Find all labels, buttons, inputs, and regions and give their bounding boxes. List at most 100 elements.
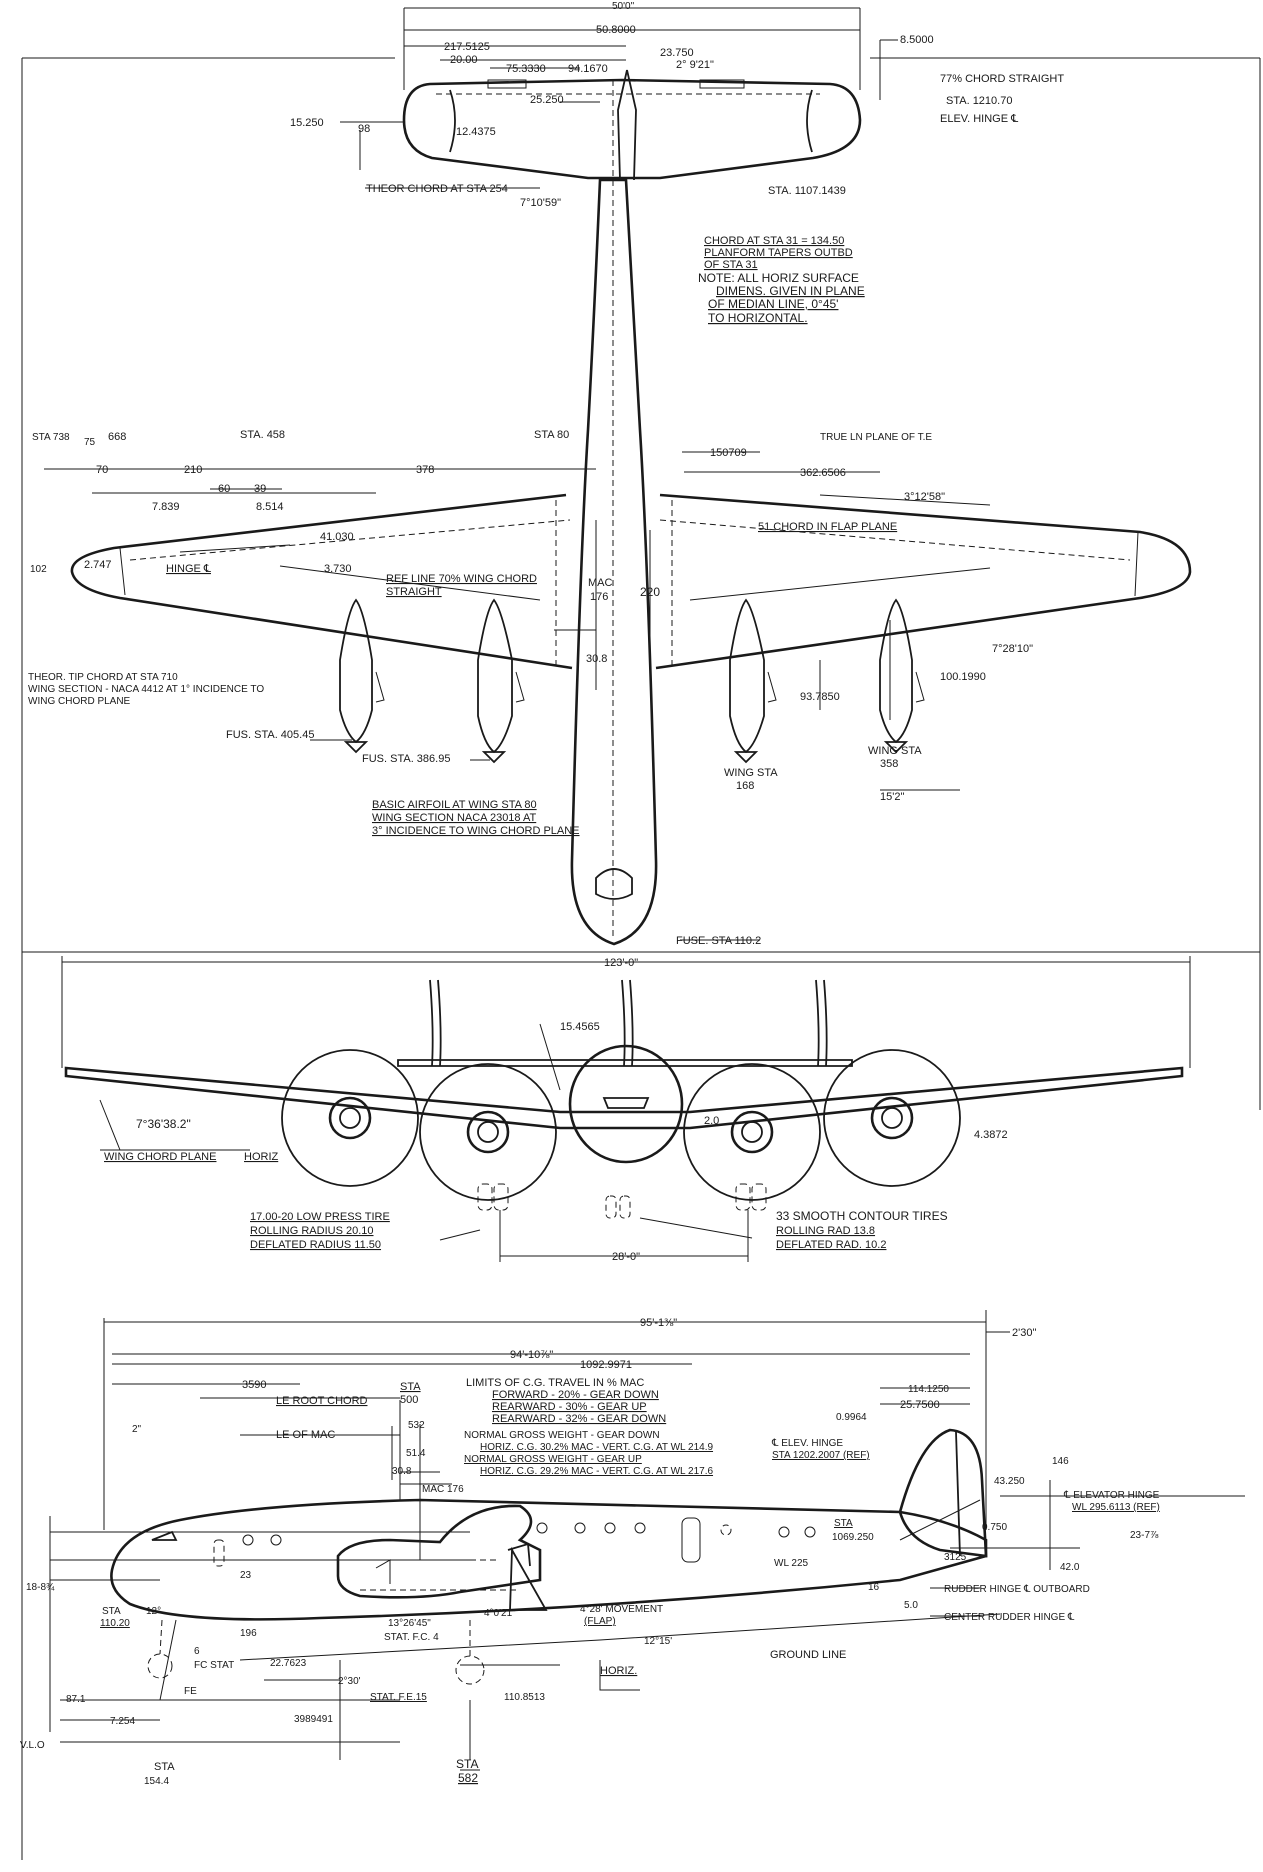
side-vertical-fin (898, 1428, 988, 1558)
side-view: 95'-1⅜" 2'30" 94'-10⅞" 1092.9971 3590 LE… (20, 1310, 1245, 1787)
note-horiz-4: TO HORIZONTAL. (708, 311, 808, 325)
side-flap-label: (FLAP) (584, 1616, 616, 1627)
tail-dim-f: 23.750 (660, 47, 694, 59)
basic-airfoil-2: WING SECTION NACA 23018 AT (372, 812, 537, 824)
side-dim-188: 18-8¾ (26, 1582, 55, 1593)
side-windows (213, 1517, 816, 1567)
side-sta582-value: 582 (458, 1771, 478, 1785)
sheet-frame (21, 57, 1261, 1860)
side-dim-871: 87.1 (66, 1694, 86, 1705)
side-sta-bottom-label: STA (154, 1761, 175, 1773)
rudder-hinge-outbd: RUDDER HINGE ℄ OUTBOARD (944, 1584, 1090, 1595)
wing-dim-7839: 7.839 (152, 501, 180, 513)
tip-note-3: WING CHORD PLANE (28, 696, 131, 707)
wing-refline-1: REF LINE 70% WING CHORD (386, 573, 537, 585)
wing-sta168-label: WING STA (724, 767, 778, 779)
wing-dim-39: 39 (254, 483, 266, 495)
side-sta110-label: STA (102, 1606, 121, 1617)
cg-rearward-up: REARWARD - 30% - GEAR UP (492, 1401, 647, 1413)
wing-dim-41030: 41.030 (320, 531, 354, 543)
front-wing-plane: WING CHORD PLANE (104, 1151, 216, 1163)
note-planform: PLANFORM TAPERS OUTBD (704, 247, 853, 259)
side-sta500-label: STA (400, 1381, 421, 1393)
side-dim-2: 2" (132, 1424, 142, 1435)
side-stat-fc: STAT. F.C. 4 (384, 1632, 439, 1643)
side-angle-4: 4°0'21" (484, 1608, 516, 1619)
tail-dim-g: 25.250 (530, 94, 564, 106)
tire-note-5: ROLLING RAD 13.8 (776, 1225, 875, 1237)
wing-mac: MAC (588, 577, 613, 589)
nacelle-3-plan (729, 598, 777, 764)
cg-horiz-up: HORIZ. C.G. 29.2% MAC - VERT. C.G. AT WL… (480, 1466, 713, 1477)
side-vlo: V.L.O (20, 1740, 45, 1751)
side-sta110-value: 110.20 (100, 1618, 130, 1629)
side-sta1069-value: 1069.250 (832, 1532, 874, 1543)
side-dim-42: 42.0 (1060, 1562, 1080, 1573)
horizontal-tail-outline (402, 78, 862, 180)
side-dim-7254: 7.254 (110, 1716, 135, 1727)
side-dim-532: 532 (408, 1420, 425, 1431)
tail-span-dim: 50'0" (612, 1, 635, 12)
tire-note-4: 33 SMOOTH CONTOUR TIRES (776, 1209, 948, 1223)
front-prop-1 (281, 1049, 419, 1187)
note-chord-sta31: CHORD AT STA 31 = 134.50 (704, 235, 844, 247)
front-track: 28'-0" (612, 1251, 640, 1263)
wing-dim-937850: 93.7850 (800, 691, 840, 703)
front-fuselage (568, 1044, 684, 1164)
side-dim-1092: 1092.9971 (580, 1359, 632, 1371)
side-angle-12: 12° (146, 1606, 161, 1617)
tire-note-1: 17.00-20 LOW PRESS TIRE (250, 1211, 390, 1223)
note-horiz-3: OF MEDIAN LINE, 0°45' (708, 297, 838, 311)
side-sta500-value: 500 (400, 1394, 418, 1406)
front-horiz: HORIZ (244, 1151, 279, 1163)
basic-airfoil-3: 3° INCIDENCE TO WING CHORD PLANE (372, 825, 580, 837)
side-cockpit-window (151, 1530, 178, 1541)
front-fin-left (429, 979, 442, 1067)
tail-dim-i: 15.250 (290, 117, 324, 129)
side-le-of-mac: LE OF MAC (276, 1429, 335, 1441)
wing-dim-152: 15'2" (880, 791, 904, 803)
fus-sta386: FUS. STA. 386.95 (362, 753, 450, 765)
side-ground-line: GROUND LINE (770, 1649, 846, 1661)
side-dim-1108513: 110.8513 (504, 1692, 545, 1703)
side-dim-3989491: 3989491 (294, 1714, 333, 1725)
cockpit-windows-plan (595, 868, 633, 900)
front-fin-center (621, 979, 634, 1067)
side-dim-0750: 0.750 (982, 1522, 1007, 1533)
wing-mac-176: 176 (590, 591, 608, 603)
front-dim-43872: 4.3872 (974, 1129, 1008, 1141)
note-sta1107: STA. 1107.1439 (768, 185, 846, 197)
side-le-root-chord: LE ROOT CHORD (276, 1395, 368, 1407)
main-wing-outline (70, 493, 1192, 670)
side-dim-308: 30.8 (392, 1466, 412, 1477)
wing-sta738: STA 738 (32, 432, 70, 443)
wing-angle-3: 3°12'58" (904, 491, 945, 503)
cg-gross-up: NORMAL GROSS WEIGHT - GEAR UP (464, 1454, 642, 1465)
wing-dim-210: 210 (184, 464, 202, 476)
side-fc-stat: FC STAT (194, 1660, 234, 1671)
side-dim-196: 196 (240, 1628, 257, 1639)
nacelle-1-plan (339, 598, 385, 754)
side-dim-1141250: 114.1250 (908, 1384, 949, 1395)
elev-hinge-sta: STA 1202.2007 (REF) (772, 1450, 870, 1461)
side-dim-257500: 25.7500 (900, 1399, 940, 1411)
side-length-dim-2: 94'-10⅞" (510, 1349, 553, 1361)
side-dim-146: 146 (1052, 1456, 1069, 1467)
side-stat-fe: STAT. F.E.15 (370, 1692, 427, 1703)
side-fe: FE (184, 1686, 197, 1697)
tire-note-3: DEFLATED RADIUS 11.50 (250, 1239, 381, 1251)
side-sta582-label: STA (456, 1757, 478, 1771)
side-sta1069-label: STA (834, 1518, 853, 1529)
wing-dim-378: 378 (416, 464, 434, 476)
tail-angle-2: 7°10'59" (520, 197, 561, 209)
wing-dim-102: 102 (30, 564, 47, 575)
note-77-chord: 77% CHORD STRAIGHT (940, 73, 1064, 85)
wing-dim-150709: 150709 (710, 447, 747, 459)
side-mac176: MAC 176 (422, 1484, 464, 1495)
side-dim-3125: 3125 (944, 1552, 967, 1563)
tail-dim-d: 75.3330 (506, 63, 546, 75)
side-dim-6: 6 (194, 1646, 200, 1657)
note-sta1210: STA. 1210.70 (946, 95, 1012, 107)
side-main-gear (147, 1619, 485, 1685)
